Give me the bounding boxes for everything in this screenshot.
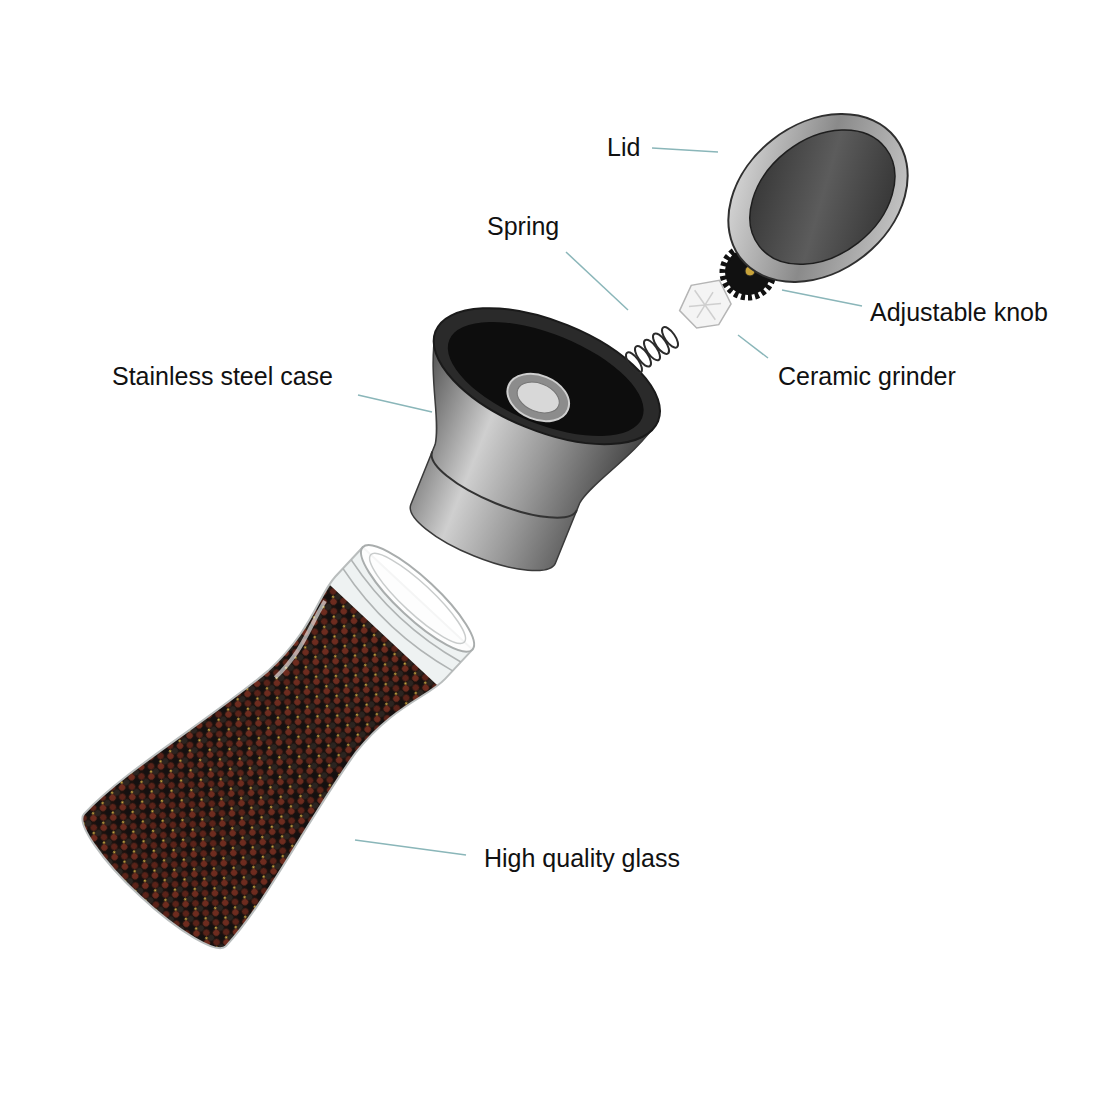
part-label: Ceramic grinder xyxy=(778,361,956,391)
leader-lines xyxy=(355,148,862,855)
part-label: High quality glass xyxy=(484,843,680,873)
part-label: Stainless steel case xyxy=(112,361,333,391)
part-label: Spring xyxy=(487,211,559,241)
part-label: Adjustable knob xyxy=(870,297,1048,327)
lid xyxy=(695,79,941,316)
glass-jar xyxy=(65,516,505,967)
spring xyxy=(623,325,681,376)
steel-case xyxy=(363,280,679,601)
part-label: Lid xyxy=(607,132,640,162)
